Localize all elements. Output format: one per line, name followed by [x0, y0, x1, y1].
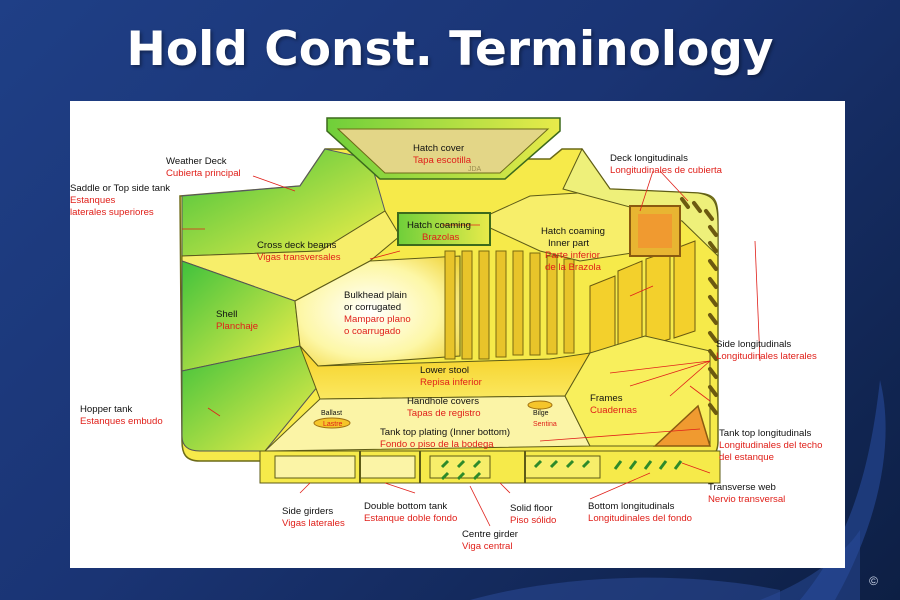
frames-label: Frames	[590, 393, 623, 404]
hatch-coaming	[397, 212, 491, 246]
centre-girder-label: Centre girder	[462, 529, 519, 540]
cross-deck-beams-label-es: Vigas transversales	[257, 252, 341, 263]
ballast-label: Ballast	[321, 410, 342, 417]
side-girders-label-es: Vigas laterales	[282, 518, 345, 529]
tank-top-longitudinals-label-es-2: del estanque	[719, 452, 774, 463]
tank-top-longitudinals-label: Tank top longitudinals	[719, 428, 811, 439]
transverse-web-label-es: Nervio transversal	[708, 494, 785, 505]
bottom-longitudinals-label: Bottom longitudinals	[588, 501, 675, 512]
bottom-longitudinals	[440, 459, 683, 481]
hopper-tank-label: Hopper tank	[80, 404, 132, 415]
saddle-tank-right	[562, 148, 719, 258]
bilge-corner	[653, 404, 712, 447]
leader-lines	[182, 170, 761, 527]
lower-stool-label: Lower stool	[420, 365, 469, 376]
double-bottom-tank-label-es: Estanque doble fondo	[364, 513, 457, 524]
solid-floor-label-es: Piso sólido	[510, 515, 556, 526]
tank-top-plating-label: Tank top plating (Inner bottom)	[380, 427, 510, 438]
saddle-tank-label-es-1: Estanques	[70, 195, 116, 206]
handhole-cover-right	[527, 400, 553, 410]
tank-top-plating-label-es: Fondo o piso de la bodega	[380, 439, 494, 450]
slide-title: Hold Const. Terminology	[126, 22, 774, 77]
shell-label: Shell	[216, 309, 237, 320]
cross-deck-beams-label: Cross deck beams	[257, 240, 337, 251]
lower-stool-label-es: Repisa inferior	[420, 377, 483, 388]
bulkhead-label-1: Bulkhead plain	[344, 290, 407, 301]
bulkhead-label-es-1: Mamparo plano	[344, 314, 411, 325]
hatch-coaming-label-es: Brazolas	[422, 232, 460, 243]
weather-deck-label: Weather Deck	[166, 156, 227, 167]
saddle-tank-label-es-2: laterales superiores	[70, 207, 154, 218]
side-girders-label: Side girders	[282, 506, 333, 517]
handhole-covers-label: Handhole covers	[407, 396, 479, 407]
hopper-tank-left	[181, 345, 319, 452]
bulkhead-label-2: or corrugated	[344, 302, 401, 313]
side-longitudinals-label: Side longitudinals	[716, 339, 791, 350]
handhole-covers-label-es: Tapas de registro	[407, 408, 481, 419]
frames-label-es: Cuadernas	[590, 405, 637, 416]
side-longitudinals-label-es: Longitudinales laterales	[716, 351, 817, 362]
shell-label-es: Planchaje	[216, 321, 258, 332]
centre-girder-label-es: Viga central	[462, 541, 513, 552]
frames	[589, 240, 696, 367]
solid-floor-label: Solid floor	[510, 503, 553, 514]
hopper-tank-label-es: Estanques embudo	[80, 416, 163, 427]
hatch-cover-label-es: Tapa escotilla	[413, 155, 472, 166]
hatch-cover: JDA	[326, 117, 561, 180]
deck-longitudinals-label: Deck longitudinals	[610, 153, 688, 164]
bulkhead-label-es-2: o coarrugado	[344, 326, 401, 337]
bilge-label: Bilge	[533, 410, 549, 417]
hatch-coaming-inner-label-es-1: Parte inferior	[545, 250, 601, 261]
hold-construction-diagram: JDA Hatch cover Tapa escotilla Weather D…	[70, 101, 845, 568]
hatch-coaming-inner-label-2: Inner part	[548, 238, 589, 249]
transverse-web-label: Transverse web	[708, 482, 776, 493]
copyright-mark: ©	[869, 574, 878, 588]
ballast-label-es: Lastre	[323, 421, 343, 428]
corrugations	[444, 250, 575, 360]
bottom-longitudinals-label-es: Longitudinales del fondo	[588, 513, 692, 524]
tank-top-longitudinals-label-es-1: Longitudinales del techo	[719, 440, 822, 451]
saddle-tank-label: Saddle or Top side tank	[70, 183, 170, 194]
hatch-coaming-label: Hatch coaming	[407, 220, 471, 231]
double-bottom-tank-label: Double bottom tank	[364, 501, 447, 512]
hatch-coaming-inner-label-1: Hatch coaming	[541, 226, 605, 237]
weather-deck-label-es: Cubierta principal	[166, 168, 241, 179]
signature-text: JDA	[468, 166, 482, 173]
deck-longitudinals-label-es: Longitudinales de cubierta	[610, 165, 723, 176]
bilge-label-es: Sentina	[533, 421, 557, 428]
handhole-cover-left	[313, 417, 351, 429]
transverse-web-inner	[638, 214, 672, 248]
side-longitudinals	[680, 197, 718, 415]
hatch-coaming-inner-label-es-2: de la Brazola	[545, 262, 602, 273]
hatch-cover-label: Hatch cover	[413, 143, 465, 154]
double-bottom	[259, 450, 721, 484]
